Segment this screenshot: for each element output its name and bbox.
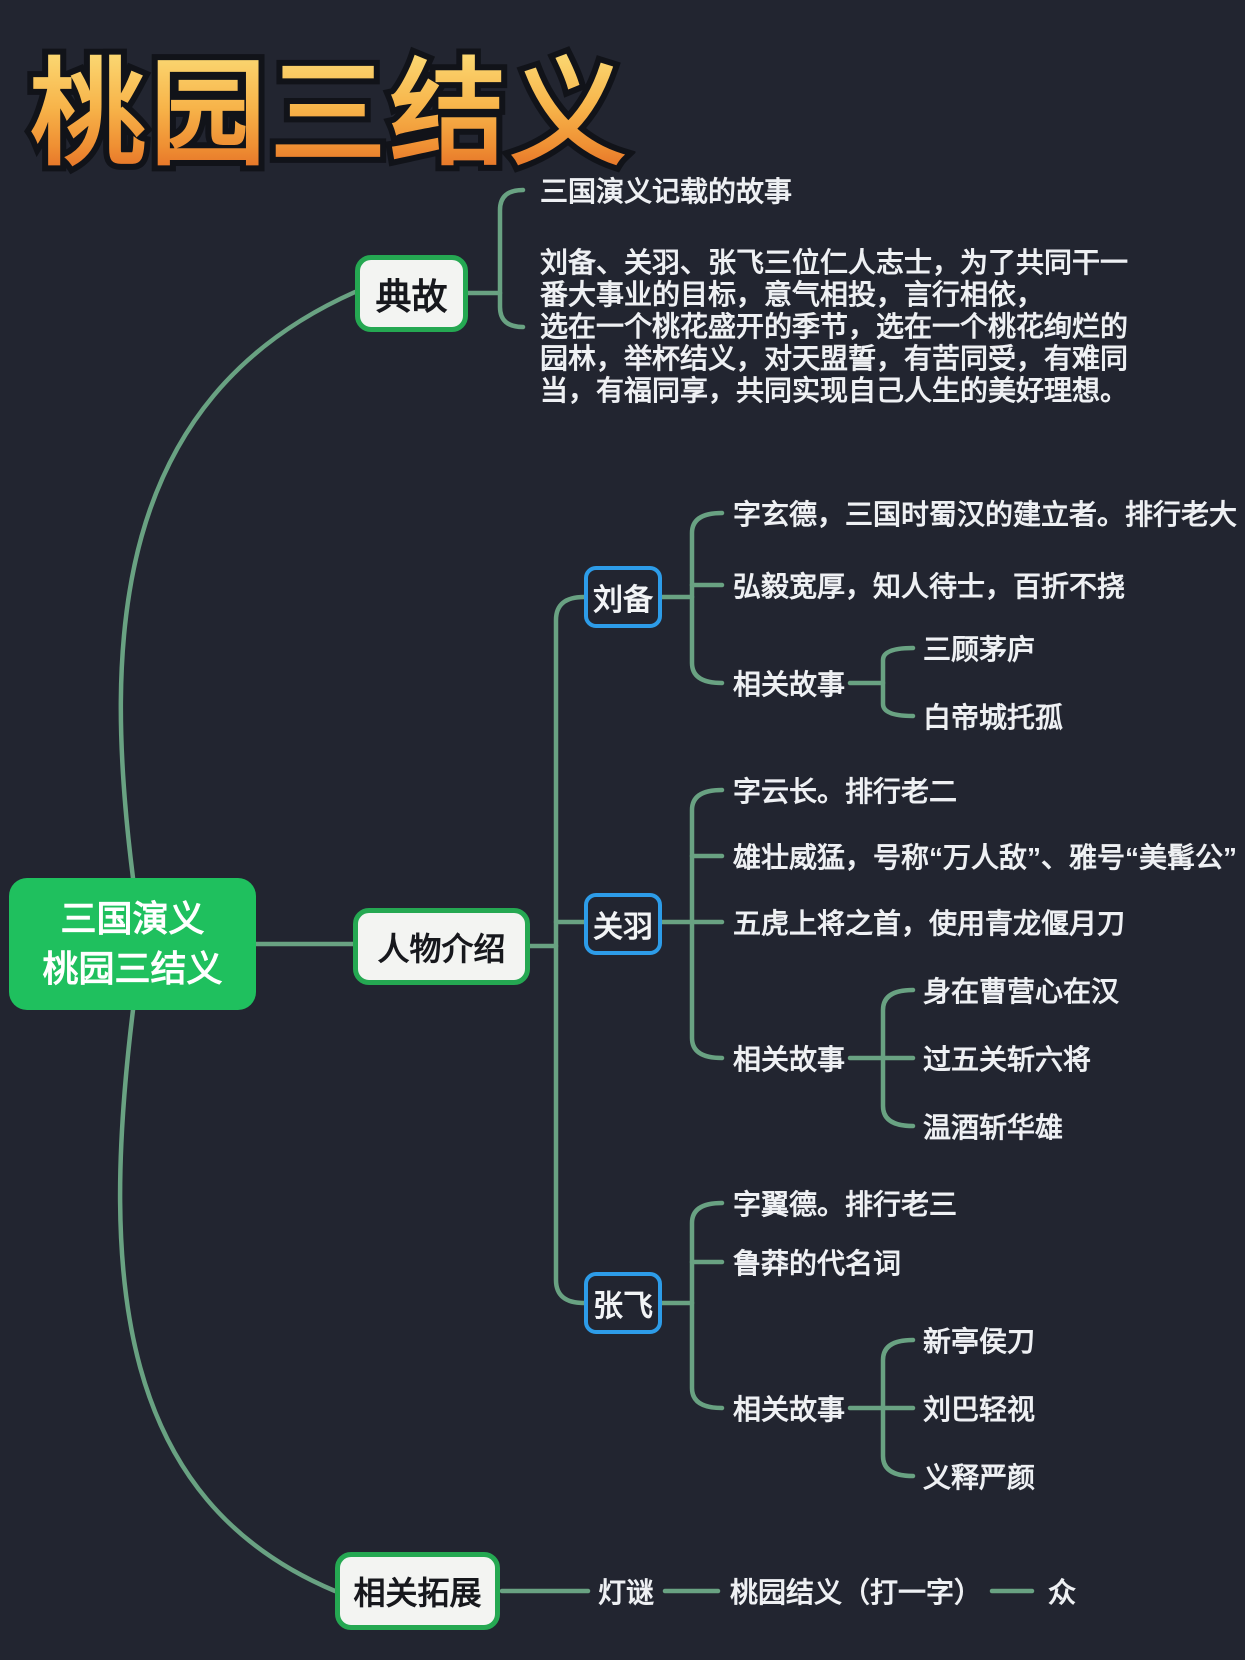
zhangfei-story-0[interactable]: 新亭侯刀 <box>923 1326 1036 1357</box>
branch-node-allusion[interactable]: 典故 <box>355 255 468 332</box>
root-node[interactable]: 三国演义 桃园三结义 <box>9 878 256 1010</box>
root-node-line1: 三国演义 <box>60 897 205 939</box>
zhangfei-stories-label[interactable]: 相关故事 <box>733 1394 846 1425</box>
root-node-line2: 桃园三结义 <box>42 948 223 989</box>
allusion-paragraph-line: 选在一个桃花盛开的季节，选在一个桃花绚烂的 <box>540 311 1129 342</box>
zhangfei-item-0[interactable]: 字翼德。排行老三 <box>733 1189 958 1220</box>
zhangfei-story-1[interactable]: 刘巴轻视 <box>923 1394 1036 1425</box>
character-node-guanyu[interactable]: 关羽 <box>584 893 662 955</box>
allusion-paragraph-line: 刘备、关羽、张飞三位仁人志士，为了共同干一 <box>540 247 1129 278</box>
guanyu-item-1[interactable]: 雄壮威猛，号称“万人敌”、雅号“美髯公” <box>733 842 1238 873</box>
edge-root-extension <box>117 1007 338 1594</box>
character-node-liubei[interactable]: 刘备 <box>584 566 662 628</box>
guanyu-item-2[interactable]: 五虎上将之首，使用青龙偃月刀 <box>733 908 1126 939</box>
guanyu-item-0[interactable]: 字云长。排行老二 <box>733 776 958 807</box>
liubei-item-1[interactable]: 弘毅宽厚，知人待士，百折不挠 <box>733 571 1126 602</box>
page-title-outline: 桃园三结义 <box>24 40 632 188</box>
page-title-text: 桃园三结义 <box>30 42 630 187</box>
edge-root-allusion <box>118 289 358 881</box>
extension-chain-riddle[interactable]: 灯谜 <box>598 1577 655 1608</box>
liubei-item-0[interactable]: 字玄德，三国时蜀汉的建立者。排行老大 <box>733 499 1238 530</box>
allusion-paragraph-line: 当，有福同享，共同实现自己人生的美好理想。 <box>540 375 1129 406</box>
liubei-story-1[interactable]: 白帝城托孤 <box>923 702 1064 733</box>
extension-chain-answer[interactable]: 众 <box>1048 1577 1077 1608</box>
page-title: 桃园三结义 桃园三结义 <box>24 40 730 222</box>
allusion-paragraph[interactable]: 刘备、关羽、张飞三位仁人志士，为了共同干一 番大事业的目标，意气相投，言行相依，… <box>540 247 1128 407</box>
guanyu-stories-label[interactable]: 相关故事 <box>733 1044 846 1075</box>
zhangfei-story-2[interactable]: 义释严颜 <box>923 1462 1036 1493</box>
extension-chain-question[interactable]: 桃园结义（打一字） <box>730 1577 983 1608</box>
liubei-story-0[interactable]: 三顾茅庐 <box>923 634 1036 665</box>
guanyu-story-2[interactable]: 温酒斩华雄 <box>923 1112 1064 1143</box>
allusion-summary[interactable]: 三国演义记载的故事 <box>540 176 793 207</box>
allusion-paragraph-line: 番大事业的目标，意气相投，言行相依， <box>540 279 1045 310</box>
liubei-stories-label[interactable]: 相关故事 <box>733 669 846 700</box>
zhangfei-item-1[interactable]: 鲁莽的代名词 <box>733 1248 902 1279</box>
allusion-paragraph-line: 园林，举杯结义，对天盟誓，有苦同受，有难同 <box>540 343 1129 374</box>
branch-node-extension[interactable]: 相关拓展 <box>335 1552 500 1630</box>
guanyu-story-0[interactable]: 身在曹营心在汉 <box>923 976 1120 1007</box>
guanyu-story-1[interactable]: 过五关斩六将 <box>923 1044 1092 1075</box>
branch-node-characters[interactable]: 人物介绍 <box>353 908 530 985</box>
character-node-zhangfei[interactable]: 张飞 <box>584 1272 662 1334</box>
